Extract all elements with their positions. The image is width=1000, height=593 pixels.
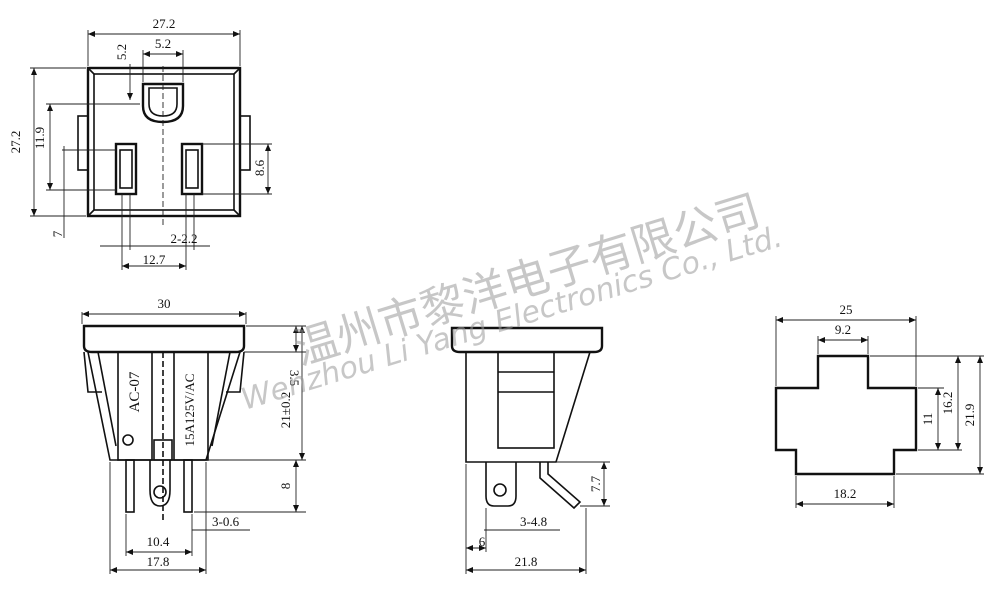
dim-base: 17.8 [147,554,170,569]
dim-top: 3.5 [287,370,302,386]
front-inner-frame [93,73,235,211]
pin-right [485,462,517,507]
dim-right: 8.6 [252,159,267,176]
dim-tab-width: 9.2 [835,322,851,337]
dim-pin-span: 10.4 [147,534,170,549]
dim-pin: 3-0.6 [212,514,240,529]
left-label-plate [117,351,153,461]
dim-bottom-width: 18.2 [834,486,857,501]
watermark: 温州市黎洋电子有限公司 Wenzhou Li Yang Electronics … [237,185,786,417]
ground-pin [149,460,171,507]
rating-label: 15A125V/AC [182,374,197,447]
dim-depth: 21.8 [515,554,538,569]
dim-pitch: 12.7 [143,252,166,267]
brand-mark [122,434,134,446]
dim-cutout-width: 25 [840,302,853,317]
dim-pin-height: 7.7 [588,475,603,492]
side-view-left: AC-07 15A125V/AC 30 3.5 21±0.2 8 3-0.6 1… [81,296,306,574]
flange [82,324,246,354]
left-pin [125,459,135,513]
dim-slot-width: 5.2 [155,36,171,51]
dim-slot-offset: 5.2 [114,44,129,60]
dim-pin-right: 3-4.8 [520,514,547,529]
dim-upper: 11.9 [32,127,47,149]
dim-mid-height: 16.2 [940,392,955,415]
bent-pin [539,462,582,510]
model-label: AC-07 [127,371,143,412]
dim-slots: 2-2.2 [170,231,197,246]
dim-pin-length: 8 [278,483,293,490]
side-view-right: 7.7 3-4.8 6 21.8 [450,326,610,574]
right-pin [183,459,193,513]
dim-top-width: 27.2 [153,16,176,31]
dim-total-height: 21.9 [962,404,977,427]
right-slot [180,142,204,196]
dim-width: 30 [158,296,171,311]
dim-tab-height: 11 [920,413,935,426]
left-slot [114,142,138,196]
flange-right [450,326,604,354]
dim-height: 21±0.2 [278,392,293,428]
dim-bottom-offset: 7 [50,230,65,237]
body-window [497,351,555,449]
panel-cutout [774,354,918,476]
cutout-view: 25 9.2 11 16.2 21.9 18.2 [774,302,984,508]
front-view: 27.2 5.2 5.2 27.2 11.9 8.6 7 2-2.2 12.7 [8,16,272,270]
dim-height: 27.2 [8,131,23,154]
left-clip [77,115,89,171]
dim-offset: 6 [479,534,486,549]
right-clip [239,115,251,171]
